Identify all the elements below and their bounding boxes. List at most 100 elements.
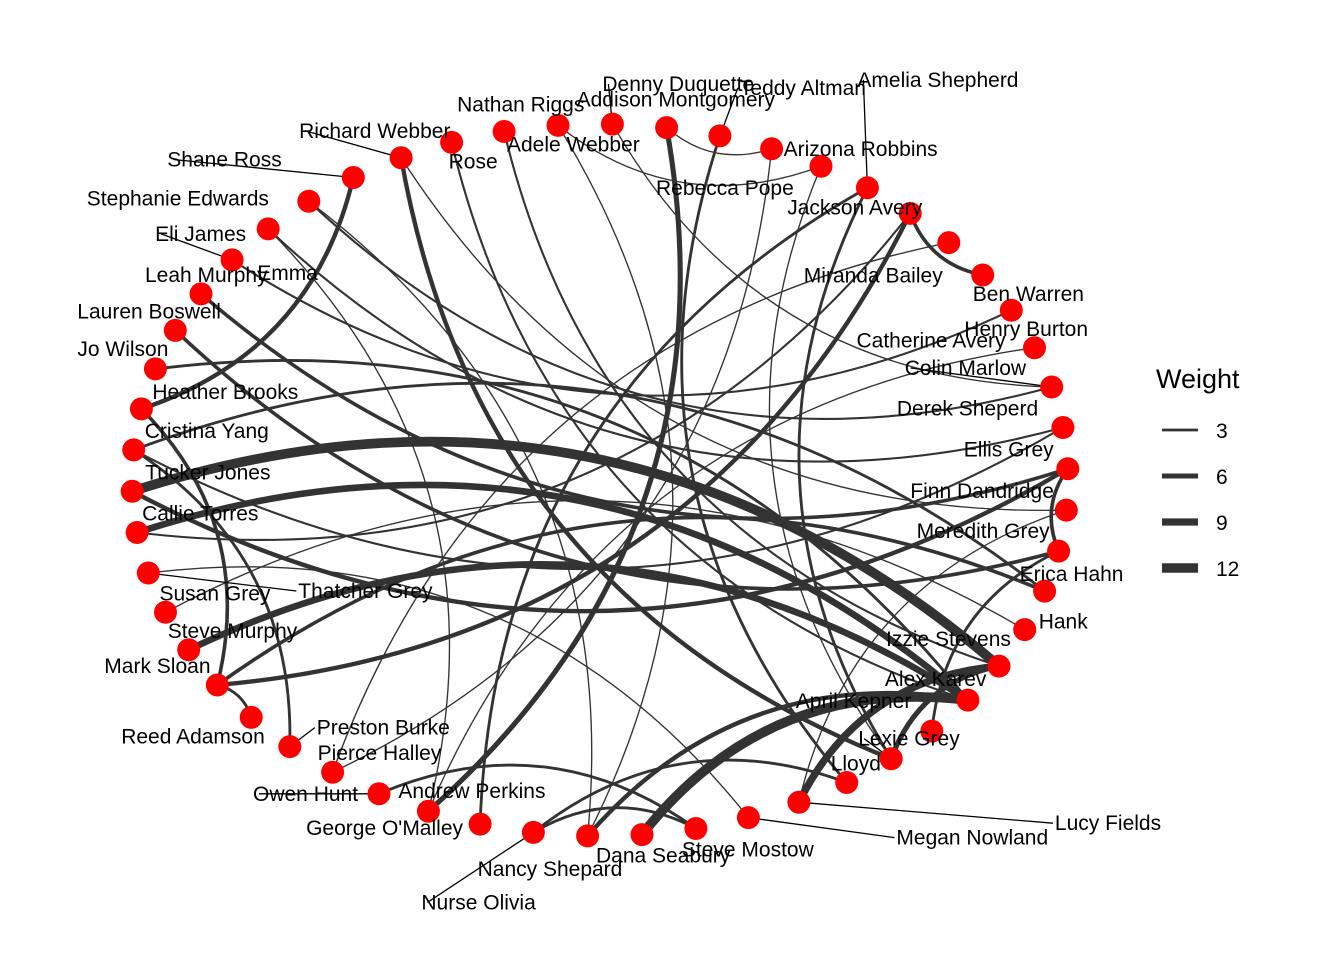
node xyxy=(205,673,229,697)
edge xyxy=(308,200,1052,420)
node-label: Steve Mostow xyxy=(682,839,815,862)
edge xyxy=(217,212,913,688)
node-label: Megan Nowland xyxy=(896,827,1048,850)
node xyxy=(125,521,149,544)
edge xyxy=(155,359,970,701)
node xyxy=(120,479,144,503)
edge xyxy=(478,186,869,825)
node-label: Heather Brooks xyxy=(152,381,298,404)
node-label: Richard Webber xyxy=(299,120,450,143)
node xyxy=(879,747,903,771)
node xyxy=(1056,457,1080,481)
node xyxy=(1040,375,1064,399)
node-label: Arizona Robbins xyxy=(784,138,938,161)
edge xyxy=(133,426,1064,571)
node xyxy=(1047,539,1071,563)
edge xyxy=(666,127,772,156)
edge xyxy=(148,566,749,819)
legend-key-label: 3 xyxy=(1216,420,1228,443)
node-label: Lexie Grey xyxy=(858,728,960,751)
node xyxy=(136,561,160,585)
node xyxy=(1013,618,1037,642)
node xyxy=(956,688,980,712)
node xyxy=(999,298,1023,322)
node-label: Catherine Avery xyxy=(857,330,1007,353)
edge xyxy=(398,157,892,761)
node xyxy=(1033,579,1057,603)
node-label: Steve Murphy xyxy=(168,620,298,643)
node-label: Erica Hahn xyxy=(1020,563,1124,586)
edge xyxy=(400,157,1067,512)
node-label: Dana Seabury xyxy=(596,845,731,868)
edge xyxy=(216,515,1046,687)
edge xyxy=(136,212,912,542)
edge xyxy=(798,509,1067,803)
edge xyxy=(140,407,230,686)
edge xyxy=(231,259,1012,397)
node xyxy=(736,806,760,830)
node-label: Rebecca Pope xyxy=(656,177,794,200)
label-leader-line xyxy=(862,79,869,188)
edge xyxy=(308,200,593,836)
node xyxy=(122,438,146,462)
label-leader-line xyxy=(910,367,1052,388)
node-label: Emma xyxy=(257,262,318,285)
node-label: Shane Ross xyxy=(167,149,281,172)
edge xyxy=(532,758,848,834)
node-label: Jo Wilson xyxy=(77,338,168,361)
node-label: Alex Karev xyxy=(885,668,987,691)
node-label: Callie Torres xyxy=(142,503,258,526)
node-label: Colin Marlow xyxy=(905,357,1027,380)
node-label: Pierce Halley xyxy=(318,742,442,765)
node-label: Mark Sloan xyxy=(104,655,210,678)
node xyxy=(492,120,516,143)
node xyxy=(920,719,944,743)
node xyxy=(835,771,859,794)
node xyxy=(220,248,244,272)
node-label: Izzie Stevens xyxy=(886,628,1011,651)
edge xyxy=(165,499,1026,631)
node xyxy=(239,705,263,729)
node xyxy=(154,600,177,624)
node xyxy=(177,638,201,662)
node xyxy=(809,154,833,178)
edge xyxy=(930,549,1060,732)
node-label: Denny Duquette xyxy=(602,73,754,96)
label-leader-line xyxy=(173,158,354,179)
edge xyxy=(427,347,1035,812)
edge xyxy=(557,125,674,837)
node-label: Lloyd xyxy=(831,753,881,776)
edge xyxy=(797,187,893,760)
edge xyxy=(532,806,697,834)
node xyxy=(655,116,679,140)
edge xyxy=(331,241,949,773)
edge xyxy=(680,135,848,784)
edge xyxy=(450,142,969,702)
edge xyxy=(130,436,1003,670)
node-label: Lucy Fields xyxy=(1055,812,1161,835)
node xyxy=(440,130,464,154)
edge xyxy=(557,124,822,187)
node-label: Derek Sheperd xyxy=(897,398,1038,421)
node xyxy=(297,189,321,213)
edge xyxy=(332,148,773,773)
node xyxy=(987,654,1011,678)
node xyxy=(468,812,492,836)
node xyxy=(1051,416,1075,439)
edge xyxy=(611,123,1052,388)
node xyxy=(787,790,811,814)
node xyxy=(143,357,167,381)
node xyxy=(341,166,365,189)
node xyxy=(937,231,961,255)
node-label: Finn Dandridge xyxy=(910,480,1054,503)
node-label: Preston Burke xyxy=(317,717,450,740)
node-label: Miranda Bailey xyxy=(804,265,943,288)
node xyxy=(898,201,922,225)
node xyxy=(600,112,624,136)
node xyxy=(321,760,345,784)
node xyxy=(129,397,153,421)
